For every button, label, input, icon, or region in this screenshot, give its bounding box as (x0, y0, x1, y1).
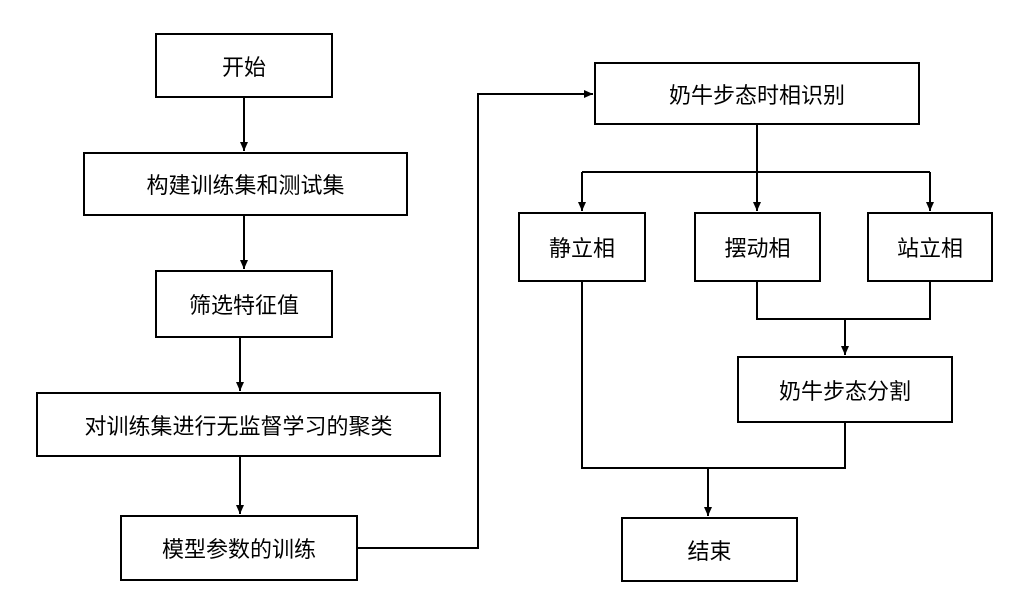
clustering-node: 对训练集进行无监督学习的聚类 (36, 392, 441, 457)
merge-swing-standing (756, 282, 931, 320)
end-node: 结束 (621, 517, 798, 582)
standing-phase-node: 站立相 (867, 212, 993, 282)
build-sets-node: 构建训练集和测试集 (83, 152, 408, 216)
merge-stance-segmentation (581, 282, 846, 469)
arrow-train-to-recognition (358, 90, 593, 549)
gait-recognition-node: 奶牛步态时相识别 (594, 62, 920, 125)
swing-phase-node: 摆动相 (694, 212, 821, 282)
start-node: 开始 (155, 33, 333, 98)
select-features-node: 筛选特征值 (155, 270, 333, 338)
train-params-node: 模型参数的训练 (120, 515, 358, 581)
gait-segmentation-node: 奶牛步态分割 (737, 356, 953, 423)
stance-phase-node: 静立相 (518, 212, 646, 282)
